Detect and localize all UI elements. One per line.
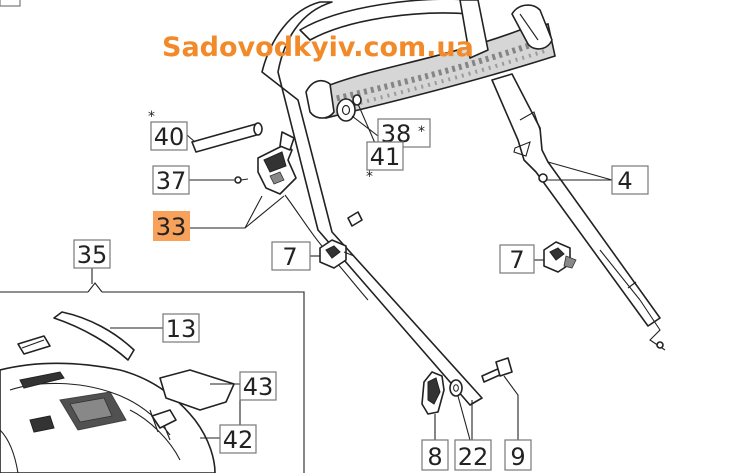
part-42-pad (151, 409, 177, 429)
callout-40-marker: * (148, 109, 155, 125)
part-7-cable-clip-left (319, 239, 355, 269)
part-37-clip (234, 176, 249, 184)
part-40-pin (191, 122, 263, 153)
part-22-washer (449, 379, 463, 397)
callout-13-label: 13 (166, 315, 197, 343)
part-9-bolt (481, 357, 513, 383)
upper-handle-bar (261, 0, 556, 406)
part-13-strip (53, 311, 135, 361)
part-38-washer (336, 98, 356, 122)
callout-40: 40 * (148, 109, 188, 151)
callout-42-label: 42 (223, 426, 254, 454)
callout-33-label: 33 (156, 213, 187, 241)
leader-lines (91, 103, 613, 441)
callout-7-left: 7 (271, 241, 311, 271)
callout-22-label: 22 (458, 443, 489, 471)
callout-9: 9 (504, 439, 532, 471)
part-43-plate (159, 369, 235, 411)
tube-cable-tie (347, 211, 363, 227)
part-41-spacer (352, 94, 362, 106)
part-33-control-lever (257, 131, 297, 195)
callout-22: 22 (454, 439, 492, 471)
callout-33: 33 (153, 211, 190, 241)
callout-41-marker: * (366, 169, 373, 185)
site-watermark: Sadovodkyiv.com.ua (162, 32, 474, 63)
callout-43: 43 (239, 371, 277, 401)
callout-38-marker: * (418, 124, 425, 140)
callout-41: 41 * (366, 141, 404, 185)
part-35-engine-cover-group (0, 282, 305, 473)
callout-8-label: 8 (427, 443, 442, 471)
right-lower-tube (491, 73, 666, 351)
callout-37-label: 37 (156, 167, 187, 195)
callout-9-label: 9 (510, 443, 525, 471)
handle-foam-grip (317, 23, 556, 119)
callout-40-label: 40 (154, 123, 185, 151)
callout-35-label: 35 (77, 241, 108, 269)
callout-35: 35 (73, 239, 111, 269)
callout-7-left-label: 7 (282, 243, 297, 271)
callout-4: 4 (611, 165, 649, 195)
part-7-cable-clip-right (543, 241, 577, 273)
callout-7-right-label: 7 (509, 246, 524, 274)
callout-42: 42 (219, 424, 257, 454)
callout-13: 13 (162, 313, 200, 343)
callout-7-right: 7 (499, 244, 535, 274)
callout-8: 8 (421, 439, 449, 471)
clipped-label-box (0, 0, 21, 7)
callout-37: 37 (152, 165, 190, 195)
cover-label-tab (17, 335, 51, 355)
callout-43-label: 43 (243, 373, 274, 401)
part-8-knob (421, 371, 445, 415)
callout-4-label: 4 (617, 167, 632, 195)
callout-41-label: 41 (370, 143, 401, 171)
